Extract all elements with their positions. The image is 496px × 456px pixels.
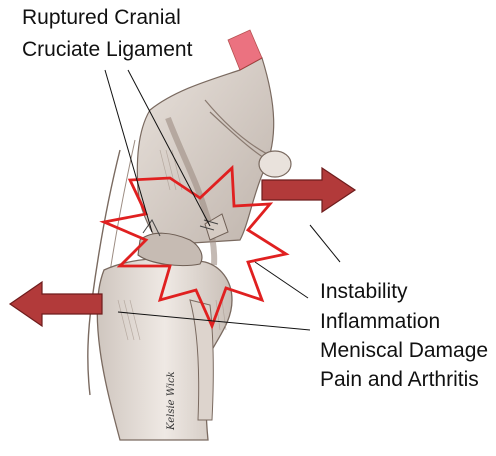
effect-instability: Instability <box>320 280 408 304</box>
effect-meniscal-damage: Meniscal Damage <box>320 339 488 363</box>
arrow-left <box>10 282 102 326</box>
leader-line-4 <box>255 262 308 298</box>
callout-title-line-1: Ruptured Cranial <box>22 6 181 30</box>
callout-title-line-2: Cruciate Ligament <box>22 38 192 62</box>
artist-signature: Kelsie Wick <box>166 371 177 430</box>
effect-pain-arthritis: Pain and Arthritis <box>320 368 479 392</box>
effect-inflammation: Inflammation <box>320 310 440 334</box>
leader-line-3 <box>310 225 340 262</box>
patella <box>259 151 291 177</box>
